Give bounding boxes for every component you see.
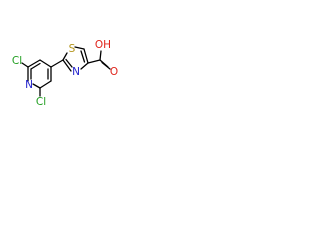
structure-diagram: Cl N Cl S N OH O: [12, 39, 118, 108]
bond-n-c2: [62, 59, 72, 72]
bond-c6-n1: [32, 83, 41, 89]
bond-c5-c6: [39, 80, 52, 89]
bond-c-oh: [99, 50, 102, 61]
bond-c3-c4: [39, 59, 52, 68]
bond-c2-c3: [27, 59, 41, 68]
molecule-canvas: Cl N Cl S N OH O: [0, 0, 152, 152]
atom-s-thiazole: S: [69, 43, 76, 55]
atom-cl-bottom: Cl: [36, 96, 46, 108]
bond-c2-c3-double: [30, 62, 41, 70]
bond-c4-ccooh: [87, 59, 101, 64]
bond-c4-n: [80, 62, 89, 70]
atom-n-thiazole: N: [72, 66, 80, 78]
atom-n-pyridine: N: [25, 79, 33, 91]
bond-n-c2-double: [65, 58, 73, 68]
bond-c5-c4: [83, 48, 89, 64]
atom-cl-top: Cl: [12, 55, 22, 67]
bond-c2-cl: [21, 62, 29, 68]
bonds: [21, 46, 111, 97]
bond-c4-c2thiazole: [50, 59, 64, 68]
atom-o-carbonyl: O: [110, 66, 118, 78]
bond-c5-c4-double: [80, 50, 86, 63]
bond-c-o-double: [101, 61, 111, 70]
bond-s-c5: [74, 46, 85, 50]
atom-labels: Cl N Cl S N OH O: [12, 39, 118, 108]
bond-c2-s: [62, 52, 68, 61]
atom-oh: OH: [95, 39, 111, 51]
